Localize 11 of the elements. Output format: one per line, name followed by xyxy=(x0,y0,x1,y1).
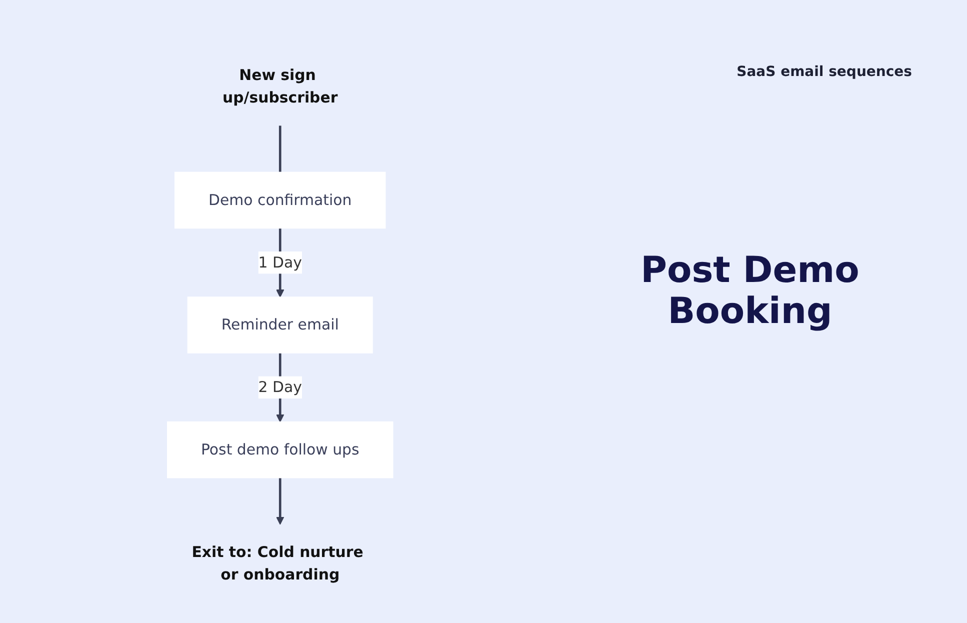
node-box: Reminder email xyxy=(187,296,373,354)
node-text: Exit to: Cold nurture or onboarding xyxy=(192,542,364,583)
connector xyxy=(278,126,282,172)
edge-label: 2 Day xyxy=(258,378,302,396)
arrow xyxy=(276,478,284,525)
node-box: Post demo follow ups xyxy=(166,421,394,478)
subtitle-text: SaaS email sequences xyxy=(736,64,912,80)
edge-label: 1 Day xyxy=(258,253,302,271)
node-text: New sign up/subscriber xyxy=(222,66,338,106)
node-box: Demo confirmation xyxy=(174,172,386,229)
diagram-title: Post Demo Booking xyxy=(640,250,860,332)
